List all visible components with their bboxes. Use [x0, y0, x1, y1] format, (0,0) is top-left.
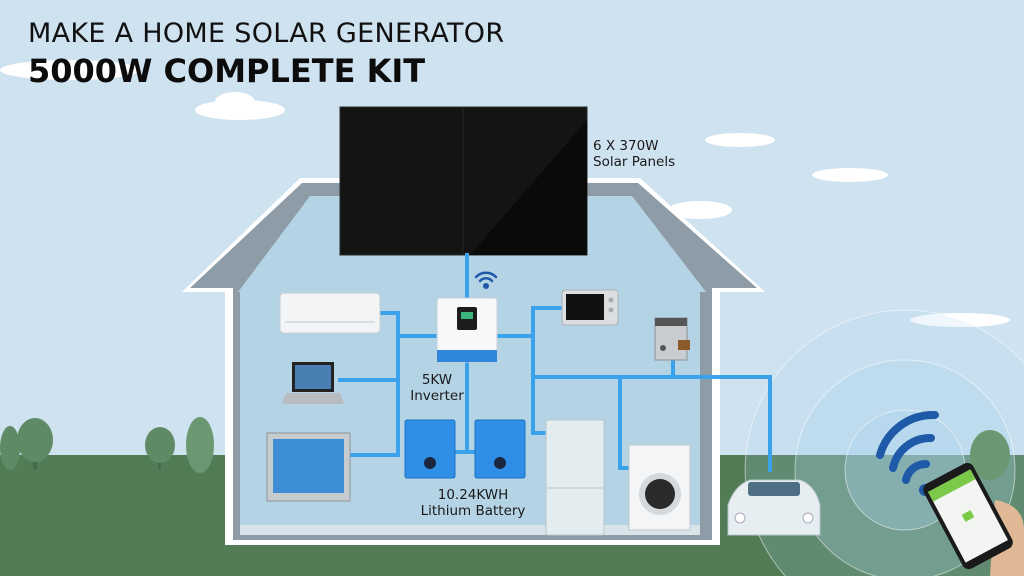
- wiring: [338, 253, 772, 472]
- trees: [0, 417, 1010, 480]
- car-icon: [727, 479, 821, 536]
- solar-panel-label: 6 X 370W Solar Panels: [593, 138, 675, 170]
- solar-panel: [339, 106, 588, 256]
- microwave-icon: [561, 289, 619, 326]
- title-line-2: 5000W COMPLETE KIT: [28, 52, 426, 90]
- coffee-machine-icon: [654, 317, 690, 361]
- inverter-icon: [436, 297, 498, 363]
- battery-name: Lithium Battery: [420, 503, 526, 519]
- fridge-icon: [545, 419, 605, 536]
- inverter-label: 5KW Inverter: [405, 372, 469, 404]
- laptop-icon: [282, 362, 344, 404]
- air-conditioner-icon: [279, 292, 381, 334]
- solar-panel-name: Solar Panels: [593, 154, 676, 170]
- inverter-name: Inverter: [410, 388, 464, 404]
- tv-icon: [266, 432, 351, 502]
- solar-panel-spec: 6 X 370W: [593, 138, 659, 154]
- phone-app-icon: [923, 462, 1024, 576]
- washer-icon: [628, 444, 691, 531]
- wifi-icon: [474, 271, 498, 290]
- battery-spec: 10.24KWH: [437, 487, 509, 503]
- inverter-spec: 5KW: [421, 372, 453, 388]
- lithium-battery-icon: [404, 419, 526, 479]
- battery-label: 10.24KWH Lithium Battery: [408, 487, 538, 519]
- title-line-1: MAKE A HOME SOLAR GENERATOR: [28, 18, 505, 49]
